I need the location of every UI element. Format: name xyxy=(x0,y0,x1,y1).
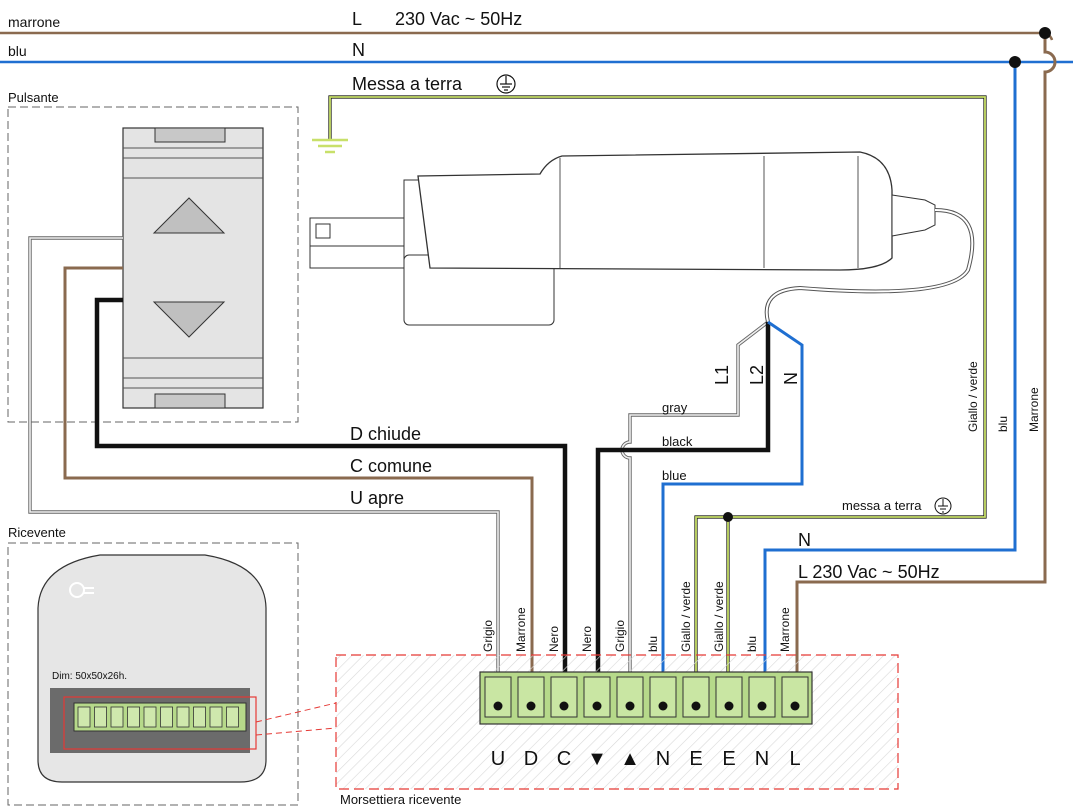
motor-l2-label: L2 xyxy=(747,365,767,385)
terminal-letter: ▲ xyxy=(620,748,640,770)
up-arrow-icon[interactable] xyxy=(152,197,226,234)
terminal-letter: L xyxy=(789,748,800,770)
terminal-letter: ▼ xyxy=(587,748,607,770)
terminal-letter: E xyxy=(722,748,735,770)
mini-terminal-slot xyxy=(77,706,91,728)
switch-wires: D chiude C comune U apre xyxy=(28,236,568,706)
brown-junction-dot xyxy=(1039,27,1051,39)
motor-wires: L1 L2 N gray black blue xyxy=(595,320,804,706)
motor-n-label: N xyxy=(781,372,801,385)
terminal-slot xyxy=(583,676,611,718)
mini-terminal-slot xyxy=(160,706,173,728)
earth-label: Messa a terra xyxy=(352,74,463,94)
mini-terminal-slot xyxy=(94,706,107,728)
terminal-wire-label: Grigio xyxy=(613,620,627,652)
terminal-slot xyxy=(682,676,710,718)
terminal-wire-label: Nero xyxy=(580,626,594,652)
terminal-slot xyxy=(649,676,677,718)
mini-terminal-slot xyxy=(209,706,223,728)
terminal-letter: D xyxy=(524,748,538,770)
mains-l-spec: 230 Vac ~ 50Hz xyxy=(395,9,522,29)
mains-n-letter: N xyxy=(352,40,365,60)
terminal-slot xyxy=(748,676,776,718)
terminal-slot xyxy=(484,676,512,718)
motor-blue-label: blue xyxy=(662,468,687,483)
terminal-wire-label: Marrone xyxy=(514,607,528,652)
mini-terminal-slot xyxy=(193,706,206,728)
terminal-letter: N xyxy=(656,748,670,770)
right-giallo-verde-label: Giallo / verde xyxy=(966,361,980,432)
mini-terminal-slots xyxy=(77,706,239,728)
earth-junction-dot xyxy=(723,512,733,522)
right-blu-label: blu xyxy=(996,416,1010,432)
terminal-slot xyxy=(616,676,644,718)
earth-wire xyxy=(312,95,987,690)
motor-black-label: black xyxy=(662,434,693,449)
mini-terminal-slot xyxy=(110,706,124,728)
brown-wire-label: marrone xyxy=(8,14,60,30)
supply-wires: Giallo / verde blu Marrone messa a terra… xyxy=(763,27,1057,690)
blue-junction-dot xyxy=(1009,56,1021,68)
ricevente-title: Ricevente xyxy=(8,525,66,540)
receiver-logo-icon xyxy=(69,582,94,598)
terminal-slot xyxy=(550,676,578,718)
earth-small-label: messa a terra xyxy=(842,498,922,513)
earth-symbol-icon xyxy=(496,74,516,94)
terminal-wire-label: Giallo / verde xyxy=(679,581,693,652)
terminal-wire-label: Grigio xyxy=(481,620,495,652)
blue-wire-label: blu xyxy=(8,43,27,59)
receiver-dim-label: Dim: 50x50x26h. xyxy=(52,671,127,682)
wire-d-chiude-label: D chiude xyxy=(350,424,421,444)
morsettiera-title: Morsettiera ricevente xyxy=(340,792,461,807)
terminal-wire-label: Marrone xyxy=(778,607,792,652)
receiver-zoom-marker xyxy=(63,696,257,750)
terminal-slot xyxy=(517,676,545,718)
supply-l-label: L 230 Vac ~ 50Hz xyxy=(798,562,940,582)
terminal-letter: U xyxy=(491,748,505,770)
terminal-letter: N xyxy=(755,748,769,770)
motor-l1-label: L1 xyxy=(712,365,732,385)
mains-l-letter: L xyxy=(352,9,362,29)
earth-small-icon xyxy=(934,497,952,515)
pulsante-section: Pulsante xyxy=(7,90,299,423)
terminal-wire-label: blu xyxy=(646,636,660,652)
mini-terminal-slot xyxy=(127,706,140,728)
supply-n-label: N xyxy=(798,530,811,550)
ricevente-section: Ricevente Dim: 50x50x26h. xyxy=(7,525,337,806)
pulsante-title: Pulsante xyxy=(8,90,59,105)
ground-symbol-icon xyxy=(312,138,348,154)
down-arrow-icon[interactable] xyxy=(152,301,226,338)
motor-gray-label: gray xyxy=(662,400,688,415)
push-button-switch[interactable] xyxy=(122,127,264,409)
terminal-letter: C xyxy=(557,748,571,770)
mains-lines: marrone blu L 230 Vac ~ 50Hz N Messa a t… xyxy=(0,9,1073,94)
pulsante-frame xyxy=(7,106,299,423)
mini-terminal-slot xyxy=(176,706,190,728)
terminal-letter: E xyxy=(689,748,702,770)
right-marrone-label: Marrone xyxy=(1027,387,1041,432)
terminal-slot xyxy=(781,676,809,718)
mini-terminal-slot xyxy=(143,706,157,728)
linear-actuator-motor xyxy=(309,151,975,326)
mini-terminal-slot xyxy=(226,706,239,728)
terminal-slot xyxy=(715,676,743,718)
terminal-wire-label: Giallo / verde xyxy=(712,581,726,652)
wire-c-comune-label: C comune xyxy=(350,456,432,476)
terminal-wire-label: blu xyxy=(745,636,759,652)
ricevente-frame xyxy=(7,542,299,806)
terminal-wire-label: Nero xyxy=(547,626,561,652)
wire-u-apre-label: U apre xyxy=(350,488,404,508)
